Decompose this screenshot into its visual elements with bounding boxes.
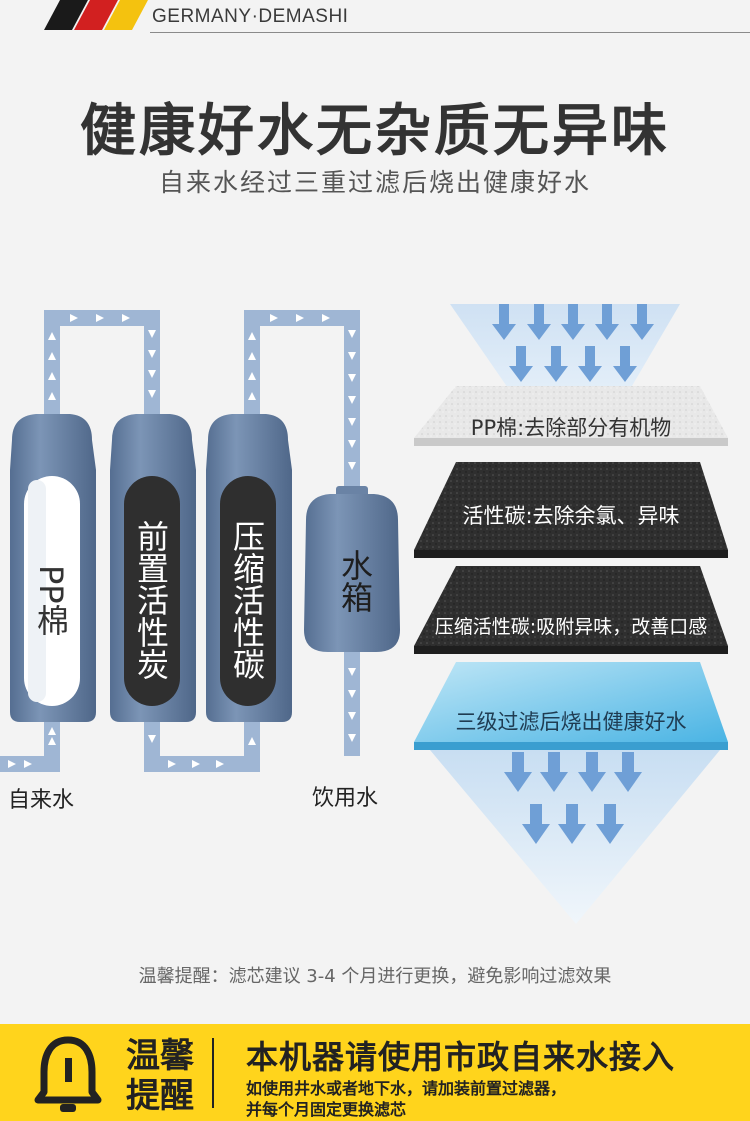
brand-flag-stripes [44,0,148,30]
layer-clean-water-label: 三级过滤后烧出健康好水 [455,710,687,734]
layer-compressed-carbon-label: 压缩活性碳:吸附异味，改善口感 [434,616,708,638]
filter-pre-carbon [110,414,196,722]
brand-bar: GERMANY·DEMASHI [0,0,750,38]
footer-headline: 本机器请使用市政自来水接入 [246,1038,676,1076]
filter-pp [10,414,96,722]
brand-underline [150,32,750,33]
filter-compressed-carbon-label: 压缩活性碳 [228,520,266,680]
pipe-flow-arrows [8,314,356,768]
filter-pre-carbon-label: 前置活性炭 [132,520,170,680]
inlet-label: 自来水 [8,788,75,813]
brand-name: GERMANY·DEMASHI [152,6,349,27]
layer-clean-water [414,662,728,750]
layer-activated-carbon-label: 活性碳:去除余氯、异味 [462,504,680,528]
replacement-note: 温馨提醒：滤芯建议 3-4 个月进行更换，避免影响过滤效果 [138,966,612,987]
water-tank [304,486,400,652]
inflow-arrows [492,304,654,382]
footer-line-1: 如使用井水或者地下水，请加装前置过滤器， [246,1079,567,1098]
outflow-arrows [504,752,642,844]
outlet-label: 饮用水 [312,786,379,811]
footer-divider [212,1038,214,1108]
page-subtitle: 自来水经过三重过滤后烧出健康好水 [158,168,591,197]
layer-pp-label: PP棉:去除部分有机物 [470,416,672,440]
footer-label-line2: 提醒 [126,1076,194,1116]
footer-line-2: 并每个月固定更换滤芯 [246,1100,407,1119]
layer-activated-carbon [414,462,728,558]
page-title: 健康好水无杂质无异味 [80,99,670,164]
bell-icon [34,1036,102,1112]
layer-compressed-carbon [414,566,728,654]
filter-pp-label: PP棉 [32,564,70,636]
water-tank-label: 水箱 [336,549,374,613]
footer-label: 温馨 提醒 [126,1036,204,1116]
filter-compressed-carbon [206,414,292,722]
layer-pp [414,386,728,446]
footer-label-line1: 温馨 [126,1036,194,1076]
footer-banner: 温馨 提醒 本机器请使用市政自来水接入 如使用井水或者地下水，请加装前置过滤器，… [0,1024,750,1121]
